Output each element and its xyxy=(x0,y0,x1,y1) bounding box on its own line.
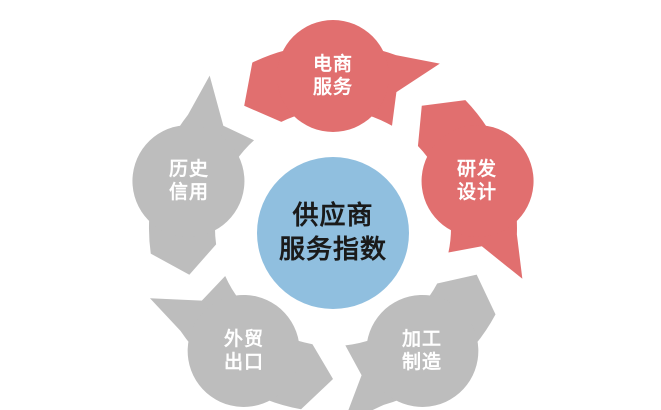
segment-shape-rnd-design xyxy=(396,79,564,300)
segment-shape-ecommerce-service xyxy=(244,20,440,132)
hub-circle xyxy=(257,157,409,309)
